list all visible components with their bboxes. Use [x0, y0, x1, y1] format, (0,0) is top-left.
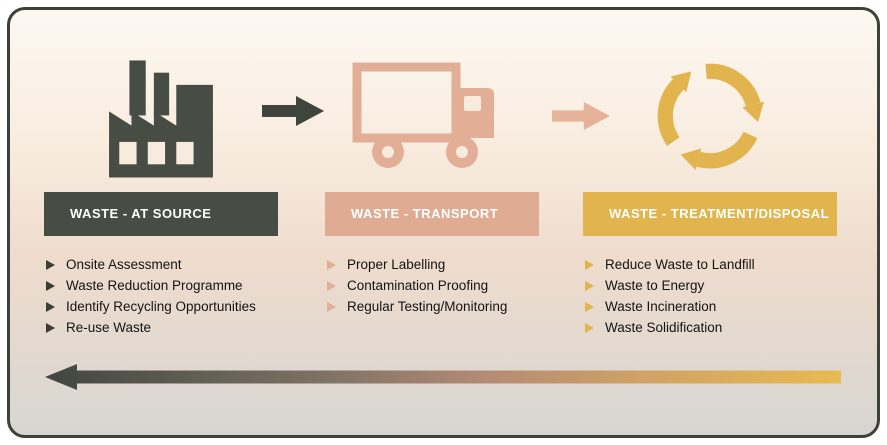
list-item-label: Proper Labelling — [347, 257, 446, 272]
list-item: Waste Solidification — [585, 317, 755, 338]
list-treatment-disposal: Reduce Waste to Landfill Waste to Energy… — [585, 254, 755, 338]
header-title: WASTE - AT SOURCE — [70, 206, 212, 221]
list-item-label: Waste Reduction Programme — [66, 278, 243, 293]
list-item: Identify Recycling Opportunities — [46, 296, 256, 317]
triangle-bullet-icon — [46, 322, 55, 333]
list-item-label: Waste Incineration — [605, 299, 717, 314]
list-item: Regular Testing/Monitoring — [327, 296, 507, 317]
triangle-bullet-icon — [585, 322, 594, 333]
list-item: Proper Labelling — [327, 254, 507, 275]
return-arrow-left-gradient-icon — [45, 364, 841, 390]
list-item-label: Contamination Proofing — [347, 278, 489, 293]
triangle-bullet-icon — [46, 259, 55, 270]
triangle-bullet-icon — [46, 280, 55, 291]
list-item: Waste Incineration — [585, 296, 755, 317]
triangle-bullet-icon — [585, 280, 594, 291]
diagram-panel: WASTE - AT SOURCE WASTE - TRANSPORT WAST… — [7, 7, 880, 438]
arrow-right-salmon-icon — [552, 102, 610, 130]
list-item-label: Onsite Assessment — [66, 257, 182, 272]
header-waste-transport: WASTE - TRANSPORT — [325, 192, 539, 236]
triangle-bullet-icon — [327, 280, 336, 291]
list-at-source: Onsite Assessment Waste Reduction Progra… — [46, 254, 256, 338]
list-item-label: Waste Solidification — [605, 320, 723, 335]
truck-icon — [350, 60, 510, 175]
list-item-label: Re-use Waste — [66, 320, 152, 335]
triangle-bullet-icon — [585, 259, 594, 270]
header-title: WASTE - TREATMENT/DISPOSAL — [609, 206, 830, 221]
recycle-icon — [648, 55, 772, 177]
list-item: Waste to Energy — [585, 275, 755, 296]
list-item: Waste Reduction Programme — [46, 275, 256, 296]
factory-icon — [105, 55, 217, 183]
arrow-right-dark-icon — [262, 96, 324, 126]
header-title: WASTE - TRANSPORT — [351, 206, 499, 221]
list-transport: Proper Labelling Contamination Proofing … — [327, 254, 507, 317]
list-item: Onsite Assessment — [46, 254, 256, 275]
list-item: Contamination Proofing — [327, 275, 507, 296]
header-waste-at-source: WASTE - AT SOURCE — [44, 192, 278, 236]
list-item-label: Regular Testing/Monitoring — [347, 299, 508, 314]
list-item: Re-use Waste — [46, 317, 256, 338]
list-item-label: Reduce Waste to Landfill — [605, 257, 755, 272]
header-waste-treatment-disposal: WASTE - TREATMENT/DISPOSAL — [583, 192, 837, 236]
list-item: Reduce Waste to Landfill — [585, 254, 755, 275]
triangle-bullet-icon — [327, 301, 336, 312]
triangle-bullet-icon — [46, 301, 55, 312]
list-item-label: Identify Recycling Opportunities — [66, 299, 256, 314]
list-item-label: Waste to Energy — [605, 278, 705, 293]
triangle-bullet-icon — [327, 259, 336, 270]
triangle-bullet-icon — [585, 301, 594, 312]
